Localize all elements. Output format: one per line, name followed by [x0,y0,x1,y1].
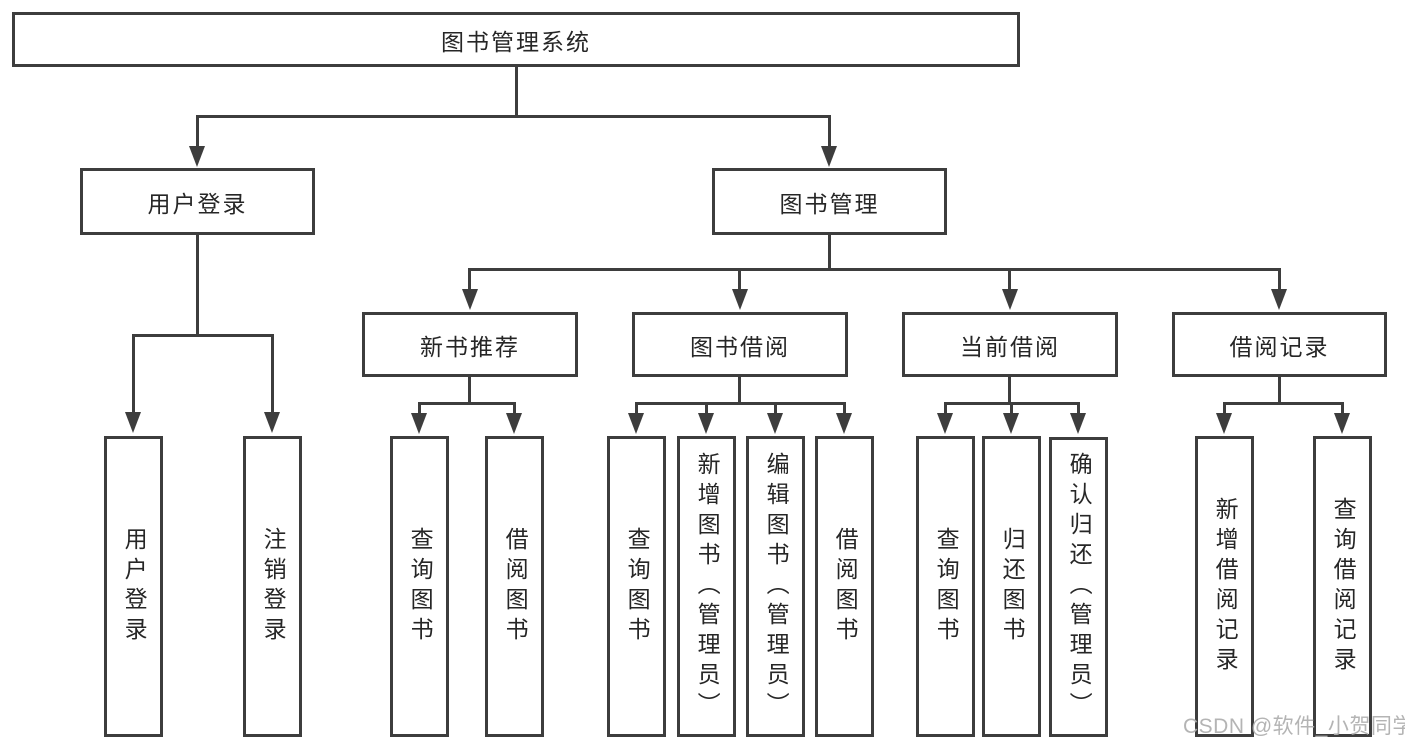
connector-line [513,402,516,413]
arrow-down-icon [411,413,427,434]
node-label: 图书管理系统 [441,28,591,55]
connector-line [635,402,845,405]
node-label: 借阅图书 [832,526,859,647]
arrow-down-icon [264,412,280,433]
leaf-bb-edit-book-admin: 编辑图书（管理员） [746,436,805,737]
arrow-down-icon [506,413,522,434]
node-label: 确认归还（管理员） [1066,452,1093,722]
connector-line [1278,377,1281,404]
node-label: 新增图书（管理员） [694,451,721,722]
connector-line [738,268,741,290]
node-label: 用户登录 [121,526,148,647]
connector-line [1008,377,1011,404]
arrow-down-icon [1216,413,1232,434]
connector-line [828,115,831,148]
connector-line [1010,402,1013,413]
arrow-down-icon [1070,413,1086,434]
node-label: 当前借阅 [960,333,1060,360]
node-label: 查询图书 [407,526,434,647]
watermark-text: CSDN @软件_小贺同学 [1183,715,1405,738]
connector-line [132,334,274,337]
node-label: 借阅记录 [1229,333,1330,360]
arrow-down-icon [125,412,141,433]
leaf-br-query-borrow-record: 查询借阅记录 [1313,436,1372,737]
node-label: 编辑图书（管理员） [763,451,790,722]
arrow-down-icon [1003,413,1019,434]
node-book-management-branch: 图书管理 [712,168,947,235]
connector-line [1008,268,1011,290]
leaf-nbr-query-books: 查询图书 [390,436,449,737]
connector-line [828,235,831,270]
node-label: 用户登录 [147,190,248,217]
connector-line [1077,402,1080,413]
connector-line [418,402,516,405]
node-label: 新书推荐 [420,333,520,360]
leaf-br-add-borrow-record: 新增借阅记录 [1195,436,1254,737]
connector-line [271,334,274,412]
arrow-down-icon [821,146,837,167]
leaf-cb-return-books: 归还图书 [982,436,1041,737]
connector-line [468,268,471,290]
leaf-bb-add-book-admin: 新增图书（管理员） [677,436,736,737]
node-label: 查询借阅记录 [1330,496,1357,677]
leaf-cb-query-books: 查询图书 [916,436,975,737]
node-label: 新增借阅记录 [1212,496,1239,677]
leaf-logout: 注销登录 [243,436,302,737]
arrow-down-icon [1271,289,1287,310]
connector-line [418,402,421,413]
node-label: 借阅图书 [502,526,529,647]
connector-line [738,377,741,404]
node-label: 查询图书 [933,526,960,647]
node-library-system-root: 图书管理系统 [12,12,1020,67]
node-label: 图书管理 [779,190,880,217]
connector-line [196,115,831,118]
arrow-down-icon [1002,289,1018,310]
connector-line [635,402,638,413]
connector-line [132,334,135,412]
node-label: 图书借阅 [690,333,790,360]
connector-line [468,377,471,404]
connector-line [1223,402,1226,413]
arrow-down-icon [836,413,852,434]
leaf-bb-query-books: 查询图书 [607,436,666,737]
connector-line [1278,268,1281,290]
node-user-login-branch: 用户登录 [80,168,315,235]
arrow-down-icon [628,413,644,434]
arrow-down-icon [462,289,478,310]
arrow-down-icon [189,146,205,167]
connector-line [1341,402,1344,413]
connector-line [196,115,199,148]
connector-line [944,402,947,413]
leaf-bb-borrow-books: 借阅图书 [815,436,874,737]
connector-line [1223,402,1344,405]
arrow-down-icon [698,413,714,434]
node-label: 查询图书 [624,526,651,647]
arrow-down-icon [937,413,953,434]
leaf-nbr-borrow-books: 借阅图书 [485,436,544,737]
connector-line [468,268,1281,271]
node-current-borrowing: 当前借阅 [902,312,1118,377]
leaf-user-login: 用户登录 [104,436,163,737]
node-book-borrowing: 图书借阅 [632,312,848,377]
node-label: 注销登录 [260,526,287,647]
node-label: 归还图书 [999,526,1026,647]
connector-line [774,402,777,413]
connector-line [705,402,708,413]
leaf-cb-confirm-return-admin: 确认归还（管理员） [1049,437,1108,737]
connector-line [515,67,518,117]
connector-line [196,235,199,336]
arrow-down-icon [732,289,748,310]
connector-line [843,402,846,413]
node-borrowing-records: 借阅记录 [1172,312,1387,377]
arrow-down-icon [1334,413,1350,434]
arrow-down-icon [767,413,783,434]
node-new-book-recommendation: 新书推荐 [362,312,578,377]
